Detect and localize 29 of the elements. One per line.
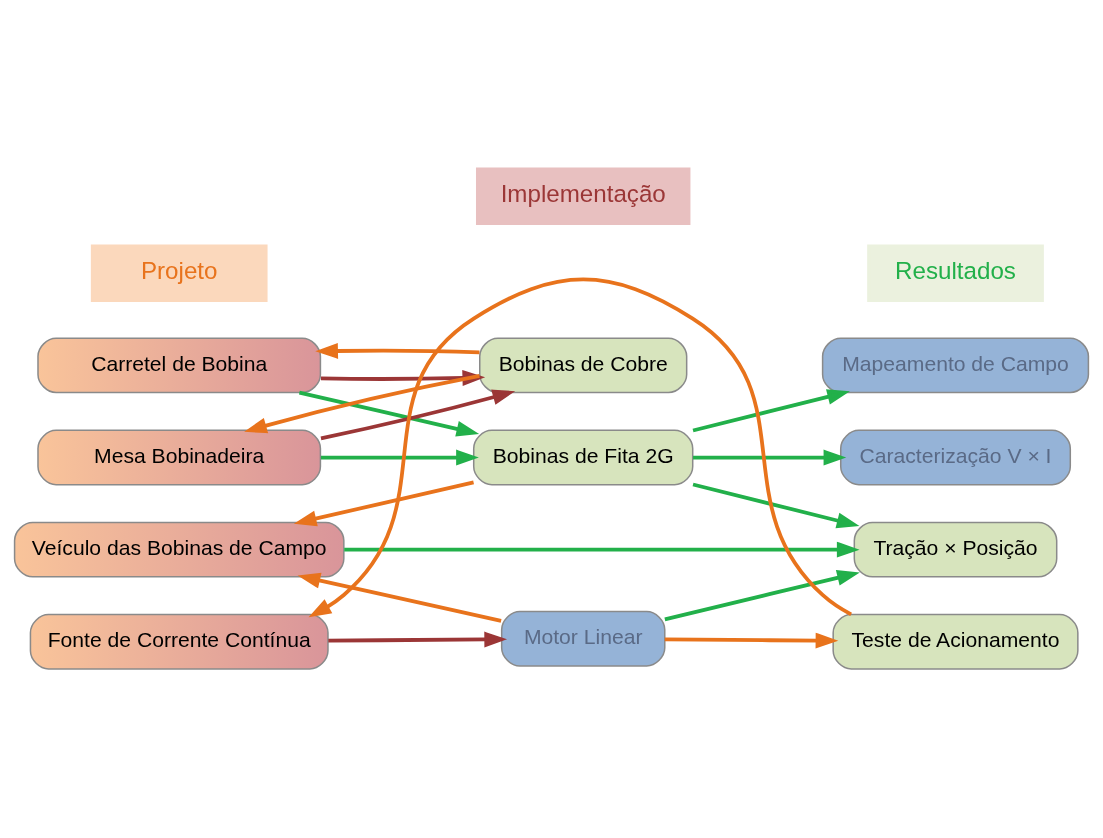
node-box: Caracterização V × I — [839, 429, 1072, 486]
arrow — [315, 343, 480, 359]
arrow — [298, 390, 480, 437]
arrow — [308, 277, 853, 618]
node-box: Projeto — [90, 244, 268, 302]
arrow — [692, 389, 850, 433]
arrow — [344, 541, 860, 558]
node-box: Bobinas de Cobre — [479, 337, 688, 394]
node-box: Teste de Acionamento — [832, 613, 1079, 670]
node-box: Implementação — [476, 167, 691, 225]
node-box: Veículo das Bobinas de Campo — [13, 521, 345, 578]
arrow — [693, 449, 847, 466]
node-box: Motor Linear — [500, 610, 666, 667]
node-box: Mapeamento de Campo — [821, 337, 1090, 394]
node-box: Fonte de Corrente Contínua — [29, 613, 329, 670]
arrow — [244, 374, 480, 434]
arrow — [328, 631, 508, 648]
node-box: Tração × Posição — [853, 521, 1058, 578]
arrow — [320, 449, 479, 466]
arrow — [297, 572, 502, 623]
node-box: Bobinas de Fita 2G — [472, 429, 694, 486]
node-box: Carretel de Bobina — [37, 337, 322, 394]
arrow — [664, 632, 839, 649]
node-box: Resultados — [867, 244, 1044, 302]
arrow — [692, 482, 860, 529]
arrow — [293, 480, 474, 527]
node-box: Mesa Bobinadeira — [37, 429, 322, 486]
arrow — [664, 569, 860, 622]
arrow — [320, 389, 516, 441]
